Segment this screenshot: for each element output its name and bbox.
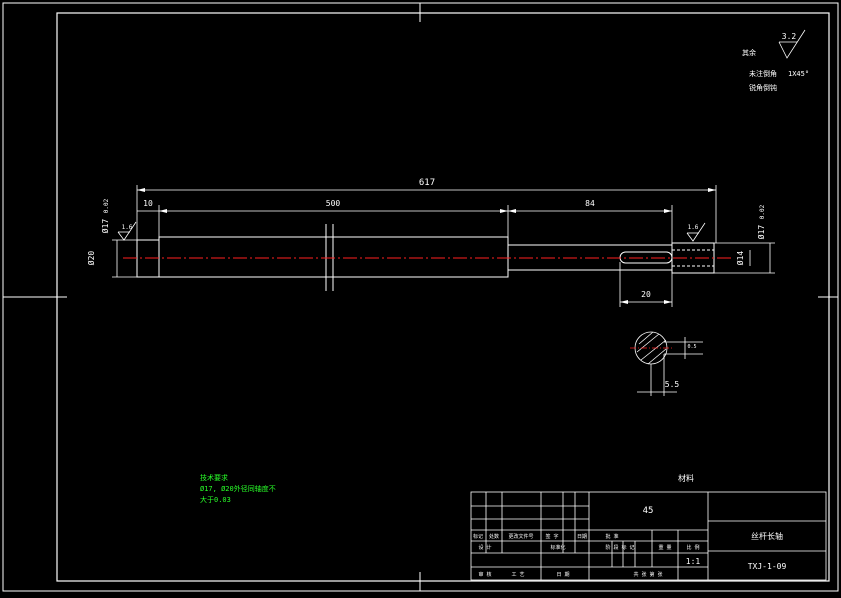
review-label: 审 核: [478, 571, 491, 578]
left-roughness-value: 1.6: [122, 224, 133, 231]
standardize-label: 标准化: [550, 544, 565, 551]
sheets-label: 共 张 第 张: [633, 571, 662, 578]
global-roughness-symbol: [778, 29, 806, 59]
scale-header-label: 比 例: [686, 544, 699, 551]
approve-label: 批 准: [605, 533, 618, 540]
keyway-length-label: 20: [641, 290, 651, 299]
remainder-label: 其余: [742, 48, 756, 57]
key-depth-label: 0.5: [687, 344, 696, 350]
material-header: 材料: [678, 473, 694, 483]
material-value: 45: [643, 506, 654, 516]
overall-length-label: 617: [419, 178, 435, 188]
rev-label-file: 更改文件号: [508, 533, 533, 540]
roughness-symbol-right: [686, 222, 706, 242]
stage-label: 阶 段 标 记: [605, 544, 634, 551]
key-width-label: 5.5: [665, 380, 680, 389]
rev-label-date: 日期: [577, 534, 587, 540]
left-step-label: 10: [143, 199, 153, 208]
revision-header-row: 标记 处数 更改文件号 签 字 日期: [473, 533, 587, 540]
left-bore-label: Ø20: [86, 251, 96, 266]
tech-req-line1: Ø17, Ø20外径同轴度不: [200, 484, 276, 493]
tech-req-title: 技术要求: [200, 473, 228, 482]
fillet-note: 锐角倒钝: [749, 83, 777, 92]
scale-value: 1:1: [686, 557, 701, 566]
weight-label: 重 量: [658, 544, 671, 551]
right-roughness-value: 1.6: [688, 224, 699, 231]
roughness-symbol-left: [117, 221, 137, 241]
global-roughness-value: 3.2: [782, 32, 797, 41]
right-diameter-label: Ø17: [756, 225, 766, 240]
date-label: 日 期: [556, 572, 569, 578]
chamfer-value: 1X45°: [788, 70, 809, 78]
process-label: 工 艺: [511, 572, 524, 578]
rev-label-mark: 标记: [473, 533, 483, 540]
part-name: 丝杆长轴: [751, 531, 783, 541]
tech-req-line2: 大于0.03: [200, 495, 231, 504]
main-length-label: 500: [326, 199, 341, 208]
rev-label-sign: 签 字: [545, 533, 558, 540]
rev-label-count: 处数: [489, 533, 499, 540]
dimension-arrows: [137, 188, 716, 304]
right-tol-label: 0.02: [759, 204, 766, 219]
title-block: [470, 491, 827, 581]
centering-marks: [3, 3, 838, 591]
chamfer-note: 未注倒角: [749, 69, 777, 78]
designer-label: 设 计: [478, 544, 491, 551]
inner-border: [56, 12, 830, 582]
shaft-outline: [136, 236, 715, 278]
right-small-diameter-label: Ø14: [735, 251, 745, 266]
dimension-lines: [112, 185, 775, 307]
right-section-label: 84: [585, 199, 595, 208]
left-diameter-label: Ø17: [100, 219, 110, 234]
drawing-number: TXJ-1-09: [748, 562, 787, 571]
left-tol-label: 0.02: [103, 198, 110, 213]
